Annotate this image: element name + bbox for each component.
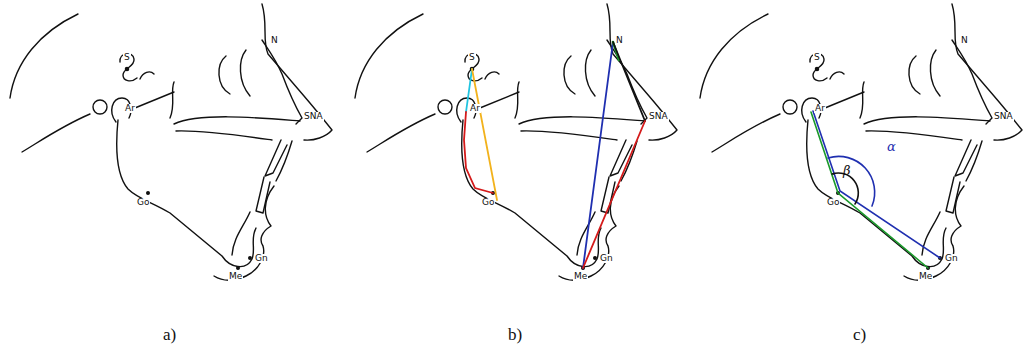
landmark-label: Go bbox=[826, 198, 840, 207]
landmark-label: Gn bbox=[944, 254, 959, 263]
ar-go-me-line bbox=[811, 112, 928, 268]
landmark-label: N bbox=[615, 36, 624, 45]
landmark-label: Me bbox=[228, 272, 243, 281]
landmark-label: Me bbox=[573, 272, 588, 281]
ar-go-gn-line bbox=[813, 111, 940, 258]
landmark-label: Go bbox=[136, 198, 150, 207]
landmark-label: SNA bbox=[303, 112, 324, 121]
skull-profile bbox=[10, 4, 332, 280]
angle-lines bbox=[811, 111, 940, 268]
panel-caption: b) bbox=[507, 326, 523, 343]
landmark-label: Go bbox=[481, 198, 495, 207]
landmark-label: Gn bbox=[254, 254, 269, 263]
landmark-label: SNA bbox=[993, 112, 1014, 121]
s-go-line bbox=[472, 69, 497, 200]
measure-lines bbox=[464, 42, 645, 268]
landmark-label: Ar bbox=[124, 104, 136, 113]
landmark-label: S bbox=[123, 53, 131, 62]
landmark-label: Me bbox=[918, 272, 933, 281]
landmark-label: N bbox=[270, 36, 279, 45]
ar-go-line bbox=[464, 112, 493, 193]
skull-profile bbox=[355, 4, 677, 280]
skull-profile bbox=[700, 4, 1022, 280]
angle-symbol: α bbox=[886, 140, 897, 153]
landmark-label: SNA bbox=[648, 112, 669, 121]
panel-caption: a) bbox=[162, 326, 177, 343]
angle-symbol: β bbox=[842, 164, 852, 177]
landmark-label: S bbox=[813, 53, 821, 62]
landmark-label: S bbox=[468, 53, 476, 62]
landmark-label: Ar bbox=[469, 104, 481, 113]
sna-me-line bbox=[583, 121, 645, 268]
landmark-label: Ar bbox=[814, 104, 826, 113]
panel-caption: c) bbox=[852, 326, 867, 343]
landmark-label: Gn bbox=[599, 254, 614, 263]
n-sna-line bbox=[613, 42, 645, 121]
landmark-label: N bbox=[960, 36, 969, 45]
